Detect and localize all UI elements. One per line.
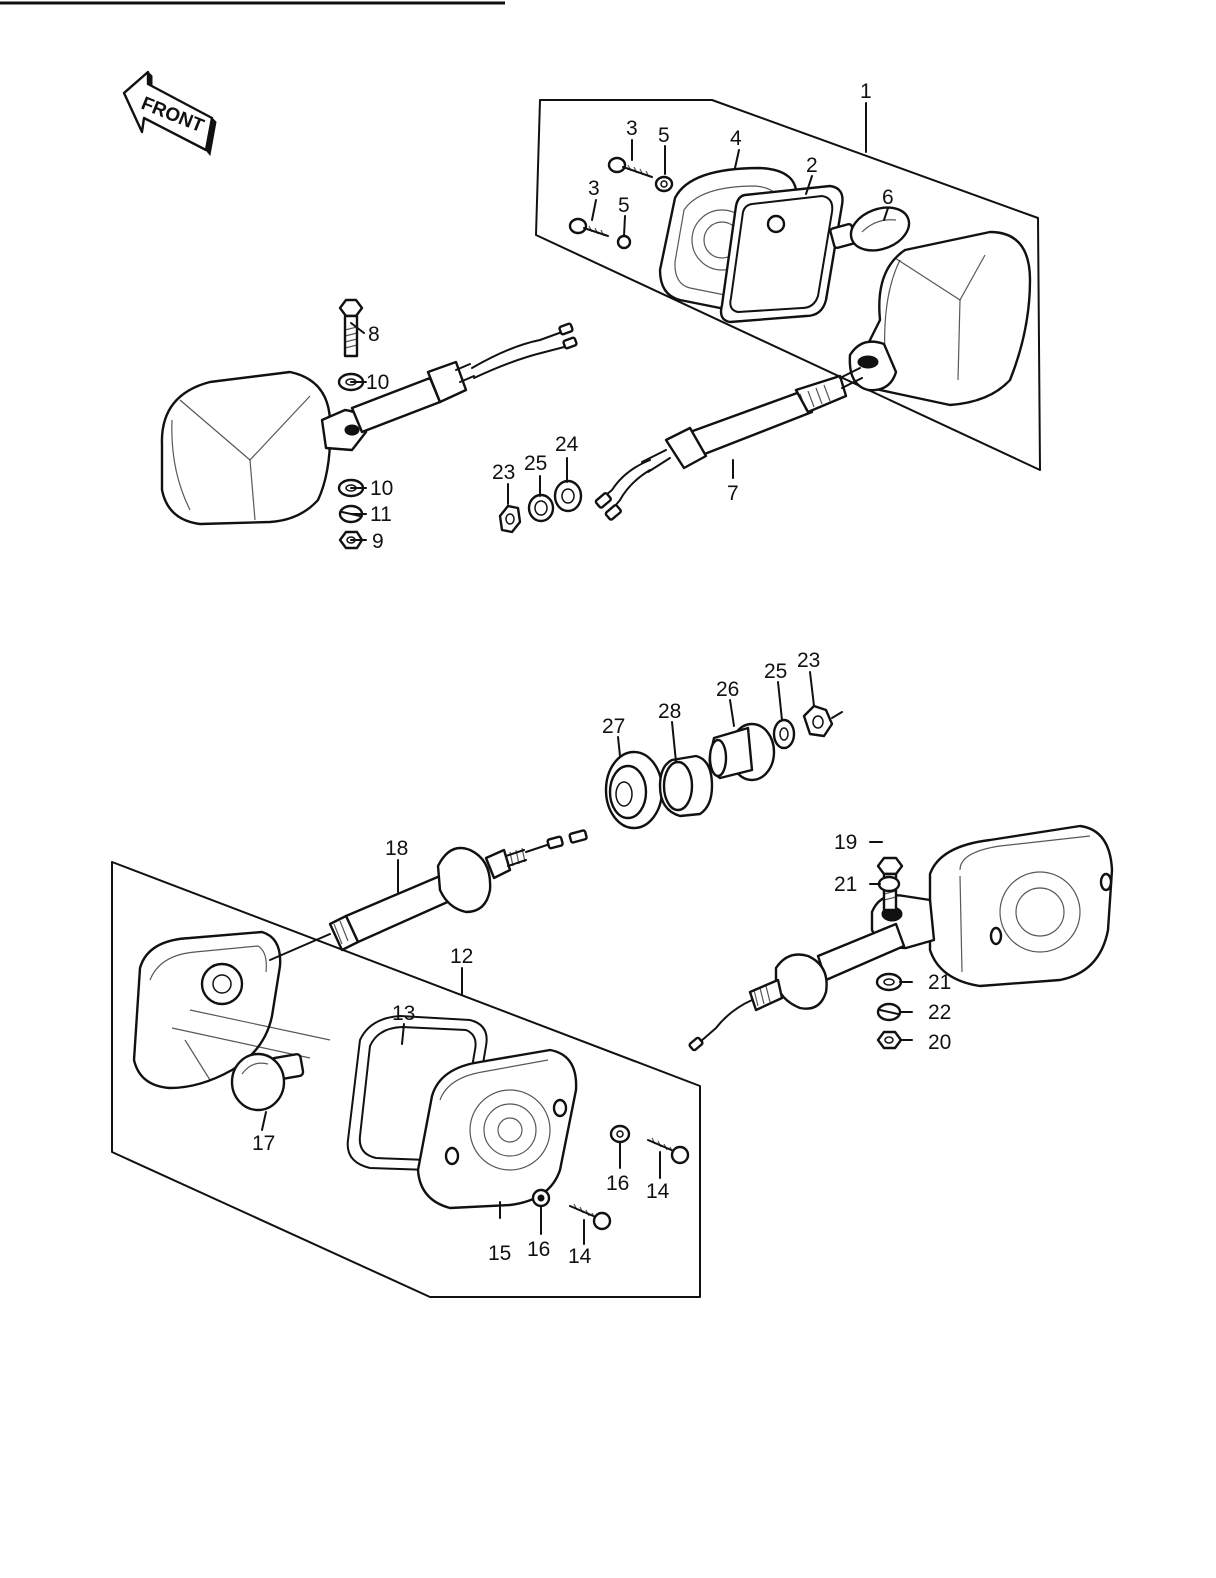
callout-17: 17 xyxy=(252,1132,275,1155)
callout-11: 11 xyxy=(370,503,392,526)
bulb-part-6 xyxy=(829,206,911,252)
nut-part-23-top xyxy=(498,504,522,534)
turn-signal-right-front xyxy=(848,230,1032,407)
callout-5-lower: 5 xyxy=(618,194,630,217)
callout-23-top: 23 xyxy=(492,461,515,484)
collar-part-26 xyxy=(708,722,776,782)
washer-part-21-upper xyxy=(877,875,901,893)
callout-6: 6 xyxy=(882,186,894,209)
callout-22: 22 xyxy=(928,1001,951,1024)
callout-19: 19 xyxy=(834,831,857,854)
callout-5-upper: 5 xyxy=(658,124,670,147)
box-part-1 xyxy=(535,99,1041,471)
washer-part-21-lower xyxy=(875,972,903,992)
callout-15: 15 xyxy=(488,1242,511,1265)
gasket-part-2 xyxy=(719,184,844,324)
washer-5-upper xyxy=(654,175,674,193)
callout-27: 27 xyxy=(602,715,625,738)
leader-lines xyxy=(261,102,913,1245)
callout-25-top: 25 xyxy=(524,452,547,475)
callout-24: 24 xyxy=(555,433,579,456)
callout-23-bottom: 23 xyxy=(797,649,820,672)
nut-part-23-bottom xyxy=(802,704,843,738)
bulb-part-17 xyxy=(230,1052,305,1112)
callout-28: 28 xyxy=(658,700,681,723)
callout-21-lower: 21 xyxy=(928,971,951,994)
callout-8: 8 xyxy=(368,323,380,346)
callout-3-lower: 3 xyxy=(588,177,600,200)
screw-3-lower xyxy=(568,217,609,237)
stem-part-18 xyxy=(269,829,588,961)
screw-part-14-upper xyxy=(647,1137,690,1165)
front-arrow-icon: FRONT xyxy=(122,70,217,157)
callout-10-lower: 10 xyxy=(370,477,393,500)
callout-14-lower: 14 xyxy=(568,1245,592,1268)
callout-3-upper: 3 xyxy=(626,117,638,140)
callout-13: 13 xyxy=(392,1002,415,1025)
nut-part-20 xyxy=(876,1030,903,1050)
callout-20: 20 xyxy=(928,1031,951,1054)
callout-16-lower: 16 xyxy=(527,1238,550,1261)
washer-part-24-top xyxy=(553,479,583,513)
callout-2: 2 xyxy=(806,154,818,177)
washer-part-16-upper xyxy=(609,1124,631,1144)
callout-12: 12 xyxy=(450,945,473,968)
callout-4: 4 xyxy=(730,127,742,150)
washer-part-25-bottom xyxy=(772,718,796,750)
callout-25-bottom: 25 xyxy=(764,660,787,683)
callout-26: 26 xyxy=(716,678,739,701)
callout-14-upper: 14 xyxy=(646,1180,670,1203)
collar-part-28 xyxy=(658,754,714,818)
callout-9: 9 xyxy=(372,530,384,553)
washer-part-25-top xyxy=(527,493,555,523)
callout-21-upper: 21 xyxy=(834,873,857,896)
washer-5-lower xyxy=(616,234,632,250)
screw-part-14-lower xyxy=(569,1203,612,1231)
screw-3-upper xyxy=(607,156,653,178)
box-part-12 xyxy=(111,861,701,1298)
grommet-part-27 xyxy=(604,750,664,830)
callout-16-upper: 16 xyxy=(606,1172,629,1195)
lens-part-15 xyxy=(416,1048,578,1210)
callout-7: 7 xyxy=(727,482,739,505)
callout-10-upper: 10 xyxy=(366,371,389,394)
callout-18: 18 xyxy=(385,837,408,860)
turn-signal-right-rear xyxy=(688,824,1114,1052)
callout-1: 1 xyxy=(860,80,872,103)
turn-signal-left-front xyxy=(160,322,578,526)
housing-rear-left xyxy=(132,930,331,1090)
stem-part-7 xyxy=(594,367,863,521)
